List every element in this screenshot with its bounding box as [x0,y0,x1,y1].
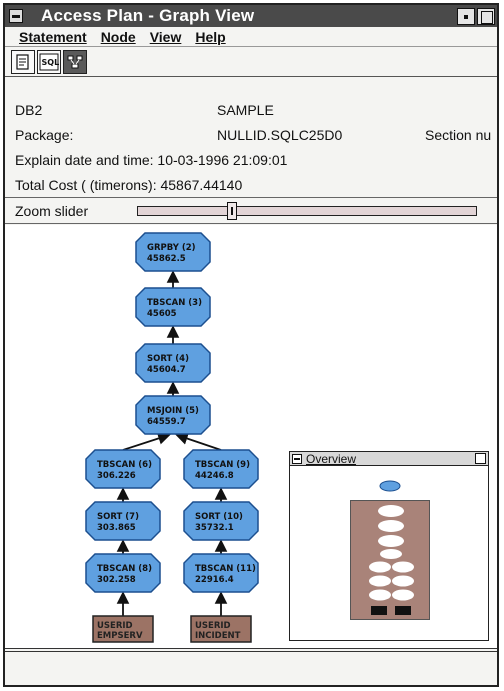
toolbar: SQL [5,47,497,77]
title-bar[interactable]: Access Plan - Graph View [5,5,497,27]
node-operator-label: SORT (7) [97,512,139,522]
package-value: NULLID.SQLC25D0 [217,127,343,143]
overview-node [378,520,404,532]
node-operator-label: TBSCAN (6) [97,460,152,470]
menu-view[interactable]: View [149,28,182,45]
table-name-label: INCIDENT [195,631,241,641]
system-menu-icon[interactable] [9,9,23,23]
graph-icon [67,55,83,68]
overview-node [369,589,391,601]
database-value: SAMPLE [217,102,274,118]
svg-text:SQL: SQL [42,58,60,67]
overview-window: Overview [289,451,489,641]
plan-node-msjoin5[interactable]: MSJOIN (5)64559.7 [135,395,211,435]
database-row: DB2 SAMPLE [5,97,497,123]
node-cost-label: 45605 [147,309,177,319]
menu-statement[interactable]: Statement [19,28,87,45]
overview-titlebar[interactable]: Overview [290,452,488,466]
node-operator-label: SORT (10) [195,512,243,522]
status-bar [5,651,497,675]
total-cost-row: Total Cost ( (timerons): 45867.44140 [5,172,497,198]
zoom-slider-thumb[interactable] [227,202,238,220]
plan-node-sort10[interactable]: SORT (10)35732.1 [183,501,259,541]
maximize-button[interactable] [477,7,495,25]
node-operator-label: TBSCAN (3) [147,298,202,308]
overview-panel[interactable] [350,500,430,620]
graph-button[interactable] [63,49,87,74]
graph-edge [122,432,171,451]
graph-edge [175,432,222,451]
overview-table [395,606,411,615]
zoom-row: Zoom slider [5,198,497,224]
zoom-slider[interactable] [137,202,477,220]
database-name: DB2 [15,102,43,118]
node-cost-label: 35732.1 [195,523,234,533]
total-cost: Total Cost ( (timerons): 45867.44140 [15,176,243,193]
minimize-button[interactable] [457,7,475,25]
window-title: Access Plan - Graph View [41,6,255,25]
overview-node [392,589,414,601]
node-cost-label: 306.226 [97,471,136,481]
node-operator-label: GRPBY (2) [147,243,196,253]
package-label: Package: [15,127,74,143]
overview-table [371,606,387,615]
plan-node-tbscan3[interactable]: TBSCAN (3)45605 [135,287,211,327]
statement-button[interactable] [11,49,35,74]
overview-node [369,561,391,573]
table-schema-label: USERID [97,621,133,631]
plan-node-sort7[interactable]: SORT (7)303.865 [85,501,161,541]
plan-node-tbscan9[interactable]: TBSCAN (9)44246.8 [183,449,259,489]
table-name-label: EMPSERV [97,631,143,641]
overview-node [392,575,414,587]
node-operator-label: TBSCAN (11) [195,564,256,574]
overview-node [378,535,404,547]
access-plan-window: Access Plan - Graph View Statement Node … [3,3,499,687]
overview-maximize-button[interactable] [475,453,486,464]
overview-system-menu-icon[interactable] [292,453,302,464]
node-cost-label: 45862.5 [147,254,186,264]
plan-node-tbscan8[interactable]: TBSCAN (8)302.258 [85,553,161,593]
plan-node-tbscan11[interactable]: TBSCAN (11)22916.4 [183,553,259,593]
node-cost-label: 22916.4 [195,575,234,585]
node-operator-label: TBSCAN (8) [97,564,152,574]
node-operator-label: MSJOIN (5) [147,406,199,416]
overview-node [392,561,414,573]
table-schema-label: USERID [195,621,231,631]
sql-button[interactable]: SQL [37,49,61,74]
overview-node [380,549,402,559]
plan-node-grpby[interactable]: GRPBY (2)45862.5 [135,232,211,272]
section-label: Section nu [425,127,492,143]
node-cost-label: 45604.7 [147,365,186,375]
overview-node [369,575,391,587]
zoom-label: Zoom slider [15,202,89,219]
statement-icon [16,53,29,70]
node-cost-label: 44246.8 [195,471,234,481]
package-row: Package: NULLID.SQLC25D0 Section nu [5,122,497,148]
menu-help[interactable]: Help [195,28,226,45]
node-operator-label: SORT (4) [147,354,189,364]
explain-date-time: Explain date and time: 10-03-1996 21:09:… [15,152,288,168]
node-cost-label: 303.865 [97,523,136,533]
node-operator-label: TBSCAN (9) [195,460,250,470]
overview-map [369,505,414,615]
explain-row: Explain date and time: 10-03-1996 21:09:… [5,147,497,173]
menu-node[interactable]: Node [100,28,136,45]
node-cost-label: 302.258 [97,575,136,585]
menu-bar: Statement Node View Help [5,27,497,47]
node-cost-label: 64559.7 [147,417,186,427]
window-controls [457,7,495,25]
plan-node-tbscan6[interactable]: TBSCAN (6)306.226 [85,449,161,489]
overview-top-node [379,480,401,492]
overview-title: Overview [306,451,357,466]
plan-node-sort4[interactable]: SORT (4)45604.7 [135,343,211,383]
overview-node [378,505,404,517]
sql-icon: SQL [39,53,60,70]
